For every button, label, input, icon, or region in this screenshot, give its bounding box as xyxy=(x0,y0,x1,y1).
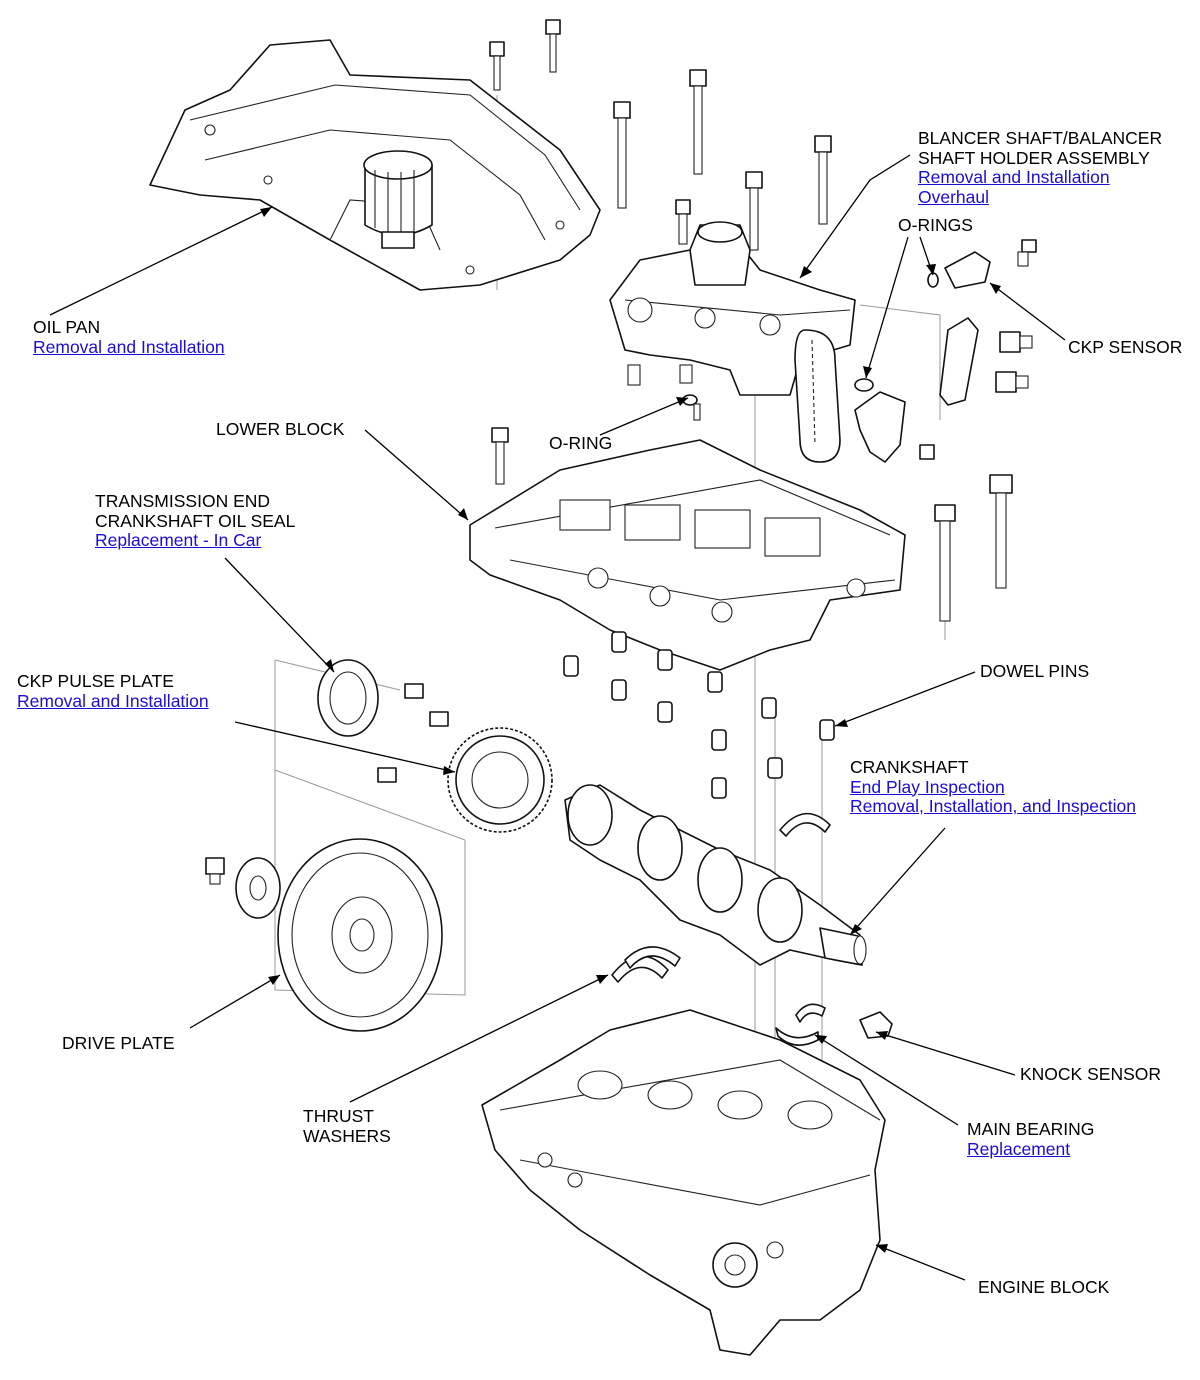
bolt xyxy=(989,474,1013,589)
label-title-line: WASHERS xyxy=(303,1125,391,1146)
knock-sensor xyxy=(859,1011,893,1039)
label-title-line: THRUST xyxy=(303,1106,374,1126)
crankshaft-end-play-link[interactable]: End Play Inspection xyxy=(850,776,1005,797)
label-knock-sensor: KNOCK SENSOR xyxy=(1020,1064,1161,1085)
bolt xyxy=(489,41,505,91)
label-title-line: LOWER BLOCK xyxy=(216,419,345,439)
label-ckp-pulse-plate: CKP PULSE PLATE Removal and Installation xyxy=(17,671,209,711)
label-transmission-seal: TRANSMISSION END CRANKSHAFT OIL SEAL Rep… xyxy=(95,491,296,551)
main-bearing-replacement-link[interactable]: Replacement xyxy=(967,1138,1071,1159)
label-dowel-pins: DOWEL PINS xyxy=(980,661,1090,682)
bolt xyxy=(613,101,631,209)
bolt xyxy=(675,199,691,245)
lower-block xyxy=(469,439,906,671)
label-title-line: CRANKSHAFT xyxy=(850,757,969,777)
label-title-line: KNOCK SENSOR xyxy=(1020,1064,1161,1084)
bolt xyxy=(545,19,561,73)
balancer-overhaul-link[interactable]: Overhaul xyxy=(918,186,990,207)
label-title-line: BLANCER SHAFT/BALANCER xyxy=(918,128,1163,148)
bolt xyxy=(745,171,763,251)
leader-lines xyxy=(49,154,1066,1281)
label-title-line: CKP PULSE PLATE xyxy=(17,671,174,691)
lower-block-bolts xyxy=(491,427,1013,622)
label-drive-plate: DRIVE PLATE xyxy=(62,1033,175,1054)
oil-pan xyxy=(149,39,601,291)
ckp-sensor xyxy=(944,239,1037,289)
pulse-plate-removal-installation-link[interactable]: Removal and Installation xyxy=(17,690,209,711)
label-title-line: ENGINE BLOCK xyxy=(978,1277,1110,1297)
main-bearing-shell xyxy=(775,1003,826,1046)
label-title-line: MAIN BEARING xyxy=(967,1119,1095,1139)
label-title-line: DOWEL PINS xyxy=(980,661,1090,681)
oil-filter xyxy=(363,150,433,249)
arrowheads xyxy=(260,207,1001,1253)
bolt xyxy=(491,427,509,485)
label-lower-block: LOWER BLOCK xyxy=(216,419,345,440)
balancer-shaft-assembly xyxy=(609,221,856,463)
oil-pan-removal-installation-link[interactable]: Removal and Installation xyxy=(33,336,225,357)
label-crankshaft: CRANKSHAFT End Play Inspection Removal, … xyxy=(850,757,1136,817)
label-balancer-shaft: BLANCER SHAFT/BALANCER SHAFT HOLDER ASSE… xyxy=(918,128,1163,207)
label-thrust-washers: THRUST WASHERS xyxy=(303,1106,391,1146)
chain-tensioner xyxy=(854,317,1033,463)
upper-bearing-shells xyxy=(611,812,831,983)
transmission-oil-seal xyxy=(317,659,379,737)
label-title-line: CRANKSHAFT OIL SEAL xyxy=(95,510,296,531)
crankshaft-removal-link[interactable]: Removal, Installation, and Inspection xyxy=(850,796,1136,816)
bolt xyxy=(934,504,956,622)
label-title-line: SHAFT HOLDER ASSEMBLY xyxy=(918,147,1150,168)
label-o-rings: O-RINGS xyxy=(898,215,973,236)
drive-plate xyxy=(205,838,443,1032)
label-engine-block: ENGINE BLOCK xyxy=(978,1277,1110,1298)
label-title-line: O-RING xyxy=(549,433,613,453)
label-o-ring: O-RING xyxy=(549,433,613,454)
label-title-line: OIL PAN xyxy=(33,317,101,337)
bolt xyxy=(814,135,832,225)
seal-replacement-link[interactable]: Replacement - In Car xyxy=(95,530,262,550)
label-title-line: CKP SENSOR xyxy=(1068,337,1183,357)
upper-bolts xyxy=(489,19,832,251)
label-ckp-sensor: CKP SENSOR xyxy=(1068,337,1183,358)
bolt xyxy=(689,69,707,175)
label-main-bearing: MAIN BEARING Replacement xyxy=(967,1119,1095,1159)
label-title-line: O-RINGS xyxy=(898,215,973,235)
label-title-line: TRANSMISSION END xyxy=(95,491,271,511)
ckp-pulse-plate xyxy=(377,683,553,833)
timing-chain xyxy=(794,329,841,463)
crankshaft xyxy=(564,784,867,966)
balancer-removal-installation-link[interactable]: Removal and Installation xyxy=(918,167,1110,187)
dowel-pins xyxy=(563,631,835,799)
label-title-line: DRIVE PLATE xyxy=(62,1033,175,1053)
o-rings xyxy=(682,272,939,421)
label-oil-pan: OIL PAN Removal and Installation xyxy=(33,317,225,357)
engine-block xyxy=(481,1009,886,1356)
